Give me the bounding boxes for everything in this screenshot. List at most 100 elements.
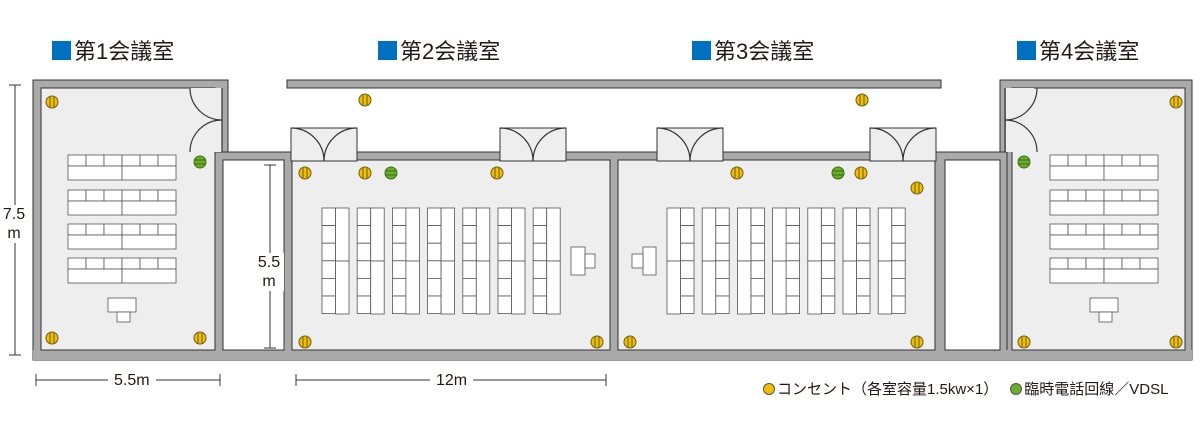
outlet-icon [193, 331, 207, 345]
room-1-name: 第1会議室 [74, 39, 175, 64]
chair [532, 260, 548, 279]
room-marker-icon [692, 40, 711, 60]
room-4-title: 第4会議室 [1017, 34, 1139, 66]
outlet-icon [854, 166, 868, 180]
chair [785, 295, 800, 315]
chair [715, 207, 730, 227]
chair [427, 207, 442, 227]
table [440, 260, 456, 315]
chair [67, 257, 87, 270]
table [546, 260, 561, 315]
chair [856, 277, 871, 297]
table [666, 260, 681, 315]
chair [750, 207, 765, 227]
table [121, 200, 177, 216]
chair [1085, 223, 1105, 236]
lectern [642, 246, 657, 276]
chair [497, 295, 512, 315]
chair [157, 257, 177, 270]
table [67, 234, 123, 250]
chair [532, 242, 548, 262]
outlet-icon [730, 166, 744, 180]
table [1103, 268, 1159, 284]
double-door [290, 127, 358, 162]
chair [85, 154, 105, 167]
room-1-title: 第1会議室 [52, 34, 174, 66]
chair [497, 225, 512, 244]
table [335, 207, 350, 262]
phone-line-icon [831, 166, 845, 180]
phone-line-icon-lines [195, 159, 205, 165]
chair [1121, 257, 1141, 270]
chair [85, 223, 105, 236]
chair [1139, 189, 1159, 202]
chair [1103, 189, 1123, 202]
chair [462, 225, 477, 244]
chair [856, 260, 871, 279]
chair [1121, 223, 1141, 236]
outlet-icon [45, 95, 59, 109]
chair [1049, 189, 1069, 202]
inner-height-label: 5.5 m [254, 253, 284, 291]
chair [427, 225, 442, 244]
corridor-right [944, 159, 1001, 351]
outlet-icon-lines [49, 97, 55, 107]
chair [1139, 223, 1159, 236]
outlet-icon-lines [914, 183, 920, 193]
table [121, 268, 177, 284]
outlet-icon [855, 93, 869, 107]
table [475, 260, 491, 315]
phone-line-icon [384, 166, 398, 180]
chair [157, 189, 177, 202]
chair [356, 225, 372, 244]
outlet-icon [623, 335, 637, 349]
table [772, 207, 787, 262]
chair [785, 277, 800, 297]
chair [103, 257, 123, 270]
outlet-icon [298, 335, 312, 349]
chair [139, 154, 159, 167]
outlet-icon-lines [49, 333, 55, 343]
lectern-chair [631, 253, 644, 269]
chair [391, 207, 407, 227]
chair [785, 225, 800, 244]
legend-phone-label: 臨時電話回線／VDSL [1024, 381, 1169, 398]
room-1-door-icon [189, 87, 223, 153]
table [1049, 268, 1105, 284]
table [1103, 200, 1159, 216]
chair [497, 277, 512, 297]
chair [820, 260, 836, 279]
chair [891, 207, 906, 227]
chair [1103, 223, 1123, 236]
chair [85, 257, 105, 270]
outlet-icon [490, 166, 504, 180]
table [1103, 234, 1159, 250]
room-marker-icon [1017, 40, 1036, 60]
table [737, 260, 752, 315]
chair [750, 277, 765, 297]
phone-line-icon-lines [833, 170, 843, 176]
chair [1103, 154, 1123, 167]
lectern-chair [1098, 311, 1113, 323]
chair [856, 242, 871, 262]
chair [1067, 154, 1087, 167]
table [121, 165, 177, 181]
chair [67, 189, 87, 202]
chair [103, 189, 123, 202]
chair [891, 295, 906, 315]
lectern [570, 246, 586, 276]
outlet-icon [298, 166, 312, 180]
door-swing-icon [499, 127, 567, 162]
room-3-title: 第3会議室 [692, 34, 814, 66]
table [121, 234, 177, 250]
outlet-icon [763, 382, 775, 395]
lectern [107, 297, 137, 313]
table [877, 260, 893, 315]
chair [391, 277, 407, 297]
room-3-name: 第3会議室 [714, 39, 815, 64]
chair [391, 225, 407, 244]
chair [497, 242, 512, 262]
chair [103, 154, 123, 167]
chair [680, 277, 695, 297]
